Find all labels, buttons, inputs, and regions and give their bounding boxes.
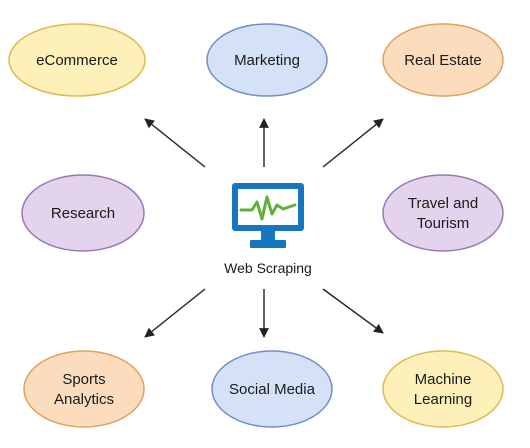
node-social-label: Social Media	[229, 381, 316, 398]
node-label-line: Analytics	[54, 391, 114, 408]
node-label-line: Social Media	[229, 381, 316, 398]
node-marketing: Marketing	[206, 23, 328, 97]
node-ecommerce: eCommerce	[8, 23, 146, 97]
node-ecommerce-label: eCommerce	[36, 52, 118, 69]
arrow-to-real-estate	[322, 118, 384, 168]
node-marketing-label: Marketing	[234, 52, 300, 69]
arrow-to-sports	[144, 288, 206, 338]
node-label-line: Learning	[414, 391, 472, 408]
node-real-estate: Real Estate	[382, 23, 504, 97]
node-label-line: Travel and	[408, 195, 478, 212]
arrow-to-ecommerce	[144, 118, 206, 168]
arrow-to-ml	[322, 288, 384, 334]
node-label-line: Sports	[62, 371, 105, 388]
center-label: Web Scraping	[224, 260, 312, 276]
node-label-line: Machine	[415, 371, 472, 388]
arrows-group	[144, 118, 384, 338]
node-real-estate-label: Real Estate	[404, 52, 482, 69]
node-label-line: eCommerce	[36, 52, 118, 69]
node-social: Social Media	[211, 350, 333, 428]
monitor-waveform-icon	[232, 183, 304, 248]
node-research: Research	[21, 174, 145, 252]
node-label-line: Tourism	[417, 215, 470, 232]
node-label-line: Research	[51, 205, 115, 222]
node-research-label: Research	[51, 205, 115, 222]
node-label-line: Real Estate	[404, 52, 482, 69]
node-label-line: Marketing	[234, 52, 300, 69]
